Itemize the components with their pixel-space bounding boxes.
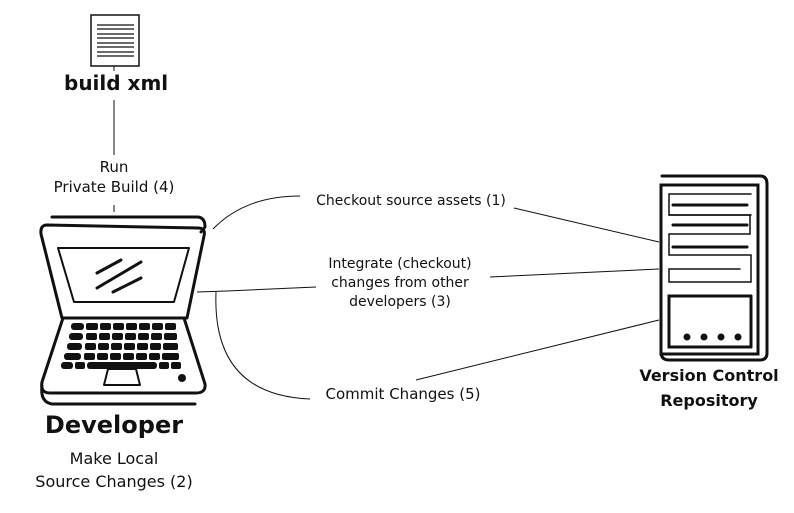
flow-line-integrate-right: [489, 268, 660, 278]
keyboard-keys: [61, 323, 186, 382]
repository-line2: Repository: [660, 390, 758, 410]
flow-label-integrate-line1: Integrate (checkout): [328, 256, 472, 272]
flow-line-checkout: [212, 195, 301, 230]
developer-action-line1: Make Local: [69, 449, 159, 468]
run-step-line1: Run: [99, 158, 129, 176]
laptop-icon: [39, 215, 207, 406]
flow-label-checkout: Checkout source assets (1): [316, 193, 506, 209]
flow-label-commit: Commit Changes (5): [325, 385, 481, 403]
repository-line1: Version Control: [639, 366, 779, 385]
developer-action-label: Make Local Source Changes (2): [4, 447, 224, 493]
server-icon: [659, 174, 769, 362]
flow-line-checkout-right: [513, 207, 660, 243]
flow-label-integrate: Integrate (checkout) changes from other …: [310, 255, 490, 312]
flow-line-commit: [215, 291, 311, 400]
flow-line-integrate: [196, 286, 317, 293]
flow-label-integrate-line2: changes from other: [331, 274, 469, 291]
repository-label: Version Control Repository: [624, 364, 794, 414]
flow-label-integrate-line3: developers (3): [349, 293, 451, 310]
developer-label: Developer: [44, 411, 184, 439]
document-icon: [90, 14, 140, 67]
run-step-label: Run Private Build (4): [34, 158, 194, 197]
developer-action-line2: Source Changes (2): [35, 472, 193, 492]
run-step-line2: Private Build (4): [53, 177, 175, 196]
build-file-label: build xml: [64, 71, 169, 95]
server-indicator-dots: [683, 333, 742, 341]
flow-line-commit-right: [415, 319, 660, 381]
